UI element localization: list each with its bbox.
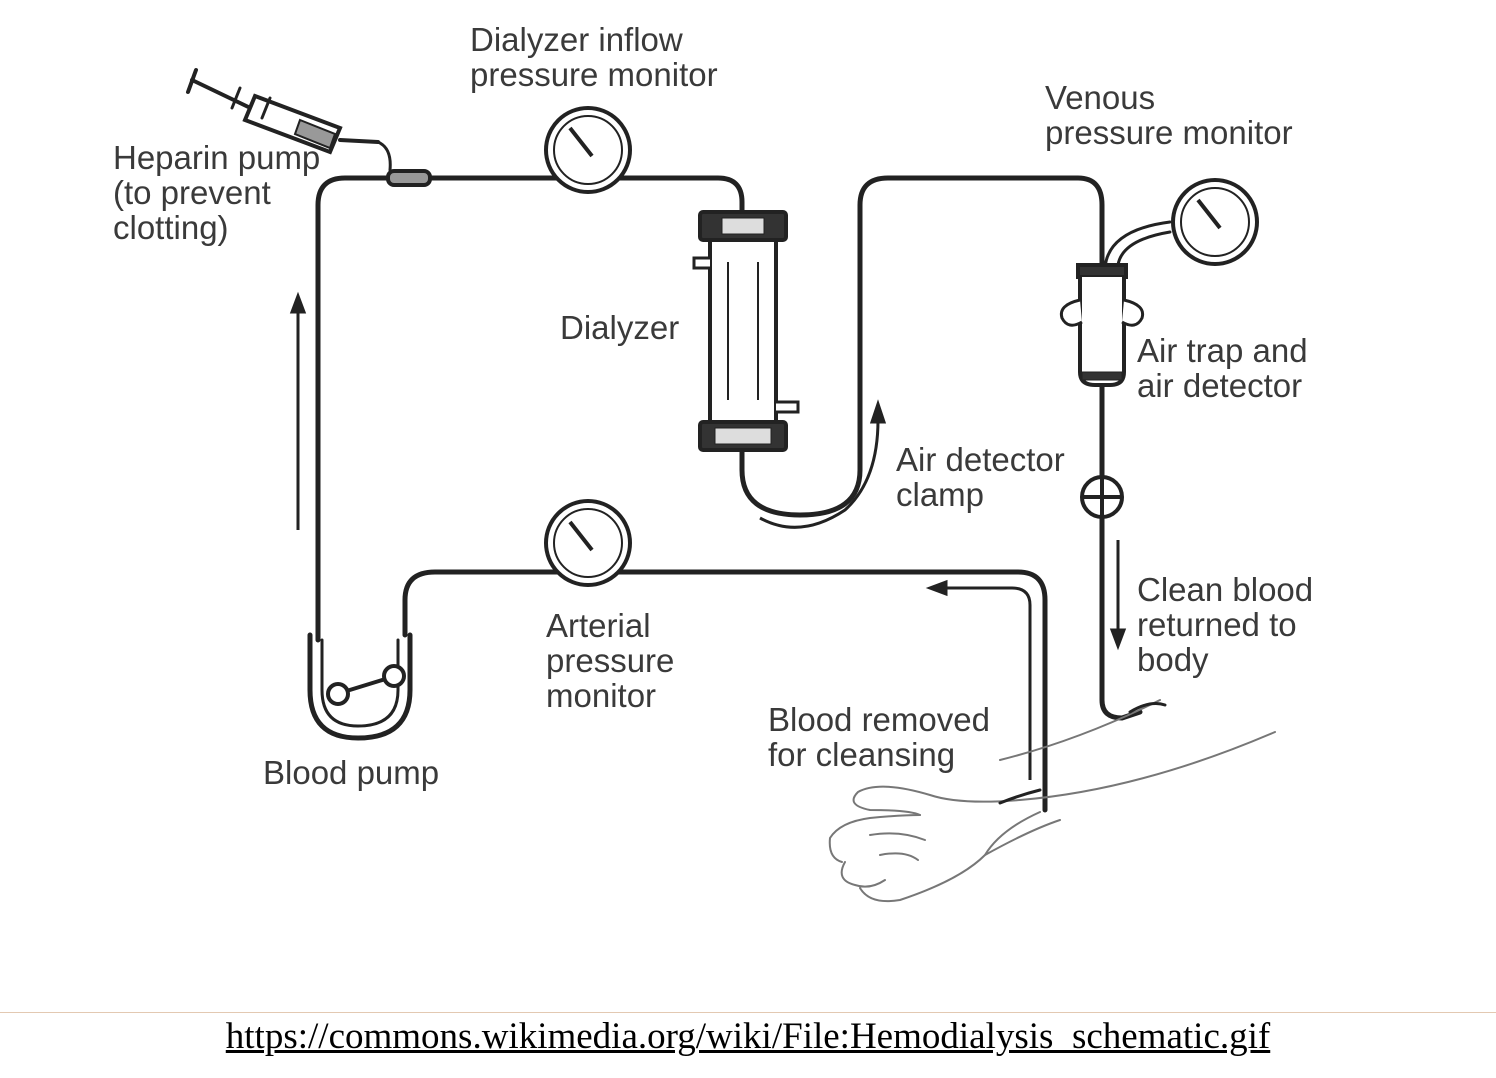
- heparin-pump-label: Heparin pump (to prevent clotting): [113, 139, 321, 246]
- flow-arrow-up-left: [289, 291, 307, 530]
- dialyzer-label: Dialyzer: [560, 309, 680, 346]
- blood-pump-label: Blood pump: [263, 754, 440, 791]
- arterial-pressure-gauge: [544, 499, 632, 587]
- venous-pressure-gauge: [1171, 178, 1259, 266]
- dialyzer-inflow-label: Dialyzer inflow pressure monitor: [470, 21, 718, 93]
- tube-venous-return: [1099, 382, 1143, 721]
- venous-monitor-line: [1103, 220, 1172, 270]
- patient-arm: [828, 699, 1276, 903]
- tube-dialyzer-outlet: [739, 175, 1105, 518]
- flow-arrow-dialyzer-out: [759, 399, 887, 529]
- dialyzer-inflow-gauge: [544, 106, 632, 194]
- clean-blood-label: Clean blood returned to body: [1137, 571, 1314, 678]
- tube-pump-to-dialyzer: [315, 175, 745, 643]
- blood-pump-housing: [307, 632, 413, 741]
- heparin-syringe: [186, 68, 432, 187]
- flow-arrow-arterial: [925, 579, 1032, 780]
- source-link[interactable]: https://commons.wikimedia.org/wiki/File:…: [225, 1016, 1271, 1057]
- hemodialysis-schematic: [186, 68, 1276, 903]
- air-trap: [1059, 263, 1145, 387]
- tube-arterial-line: [402, 569, 1048, 813]
- air-trap-label: Air trap and air detector: [1137, 332, 1308, 404]
- divider: [0, 1012, 1496, 1013]
- flow-arrow-return: [1109, 540, 1127, 651]
- dialyzer-cartridge: [692, 210, 800, 452]
- blood-pump-roller-left: [326, 682, 350, 706]
- blood-pump-roller-right: [382, 664, 406, 688]
- venous-pressure-label: Venous pressure monitor: [1045, 79, 1293, 151]
- air-detector-clamp-label: Air detector clamp: [896, 441, 1065, 513]
- arterial-pressure-label: Arterial pressure monitor: [546, 607, 675, 714]
- blood-removed-label: Blood removed for cleansing: [768, 701, 990, 773]
- air-detector-clamp: [1080, 475, 1124, 519]
